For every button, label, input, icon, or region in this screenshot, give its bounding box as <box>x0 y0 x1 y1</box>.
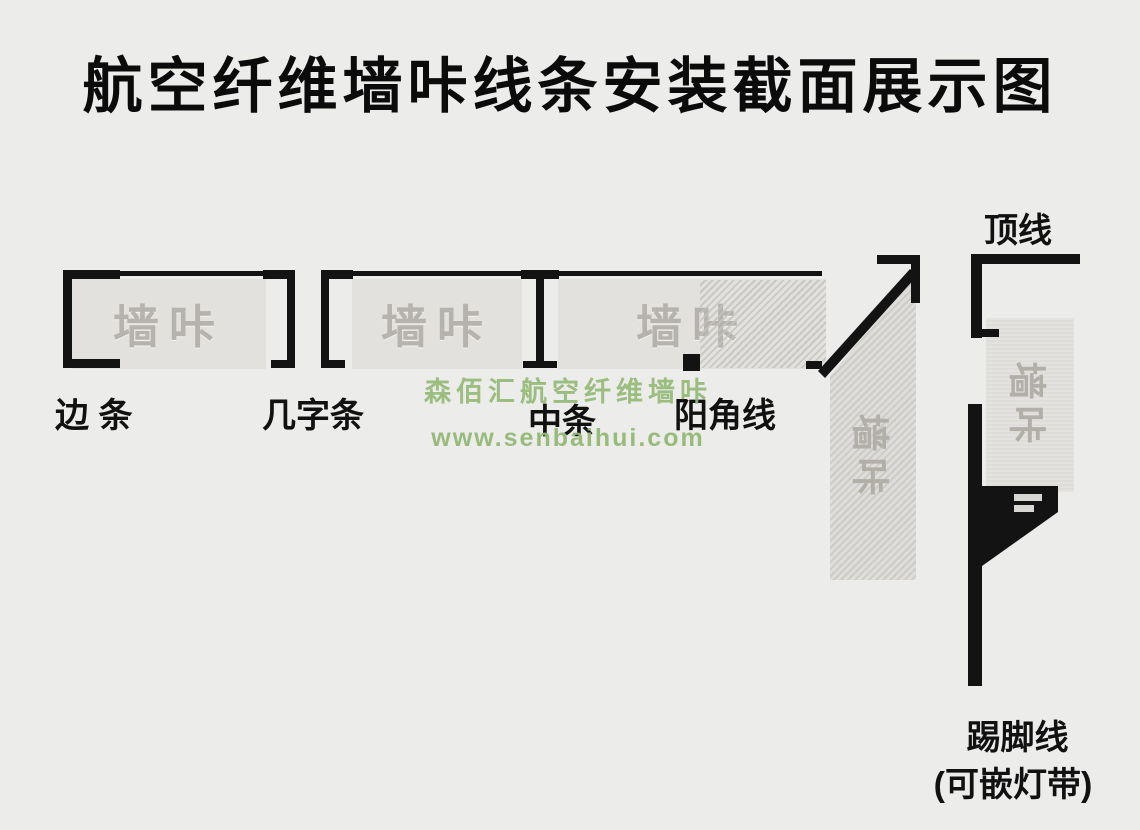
page-title: 航空纤维墙咔线条安装截面展示图 <box>82 53 1058 120</box>
label-skirting-note: (可嵌灯带) <box>933 766 1093 804</box>
middle-strip-profile <box>521 270 559 368</box>
label-edge-strip: 边 条 <box>55 397 133 435</box>
panel-top-edge-lines <box>120 271 822 276</box>
corner-wall-panel-label: 墙咔 <box>847 412 890 502</box>
wall-panel-2-label: 墙咔 <box>381 301 493 353</box>
label-skirting-line: 踢脚线 <box>966 719 1069 757</box>
label-corner-line: 阳角线 <box>674 397 776 435</box>
wall-panel-2: 墙咔 <box>352 279 522 369</box>
label-top-line: 顶线 <box>984 212 1052 250</box>
ji-strip-profile <box>263 270 353 368</box>
wall-panel-1-label: 墙咔 <box>113 301 225 353</box>
wall-panel-1: 墙咔 <box>72 279 266 369</box>
corner-wall-panel: 墙咔 <box>830 274 916 580</box>
right-wall-panel: 墙咔 <box>986 318 1074 492</box>
label-ji-strip: 几字条 <box>262 397 364 435</box>
miter-joint-hatch <box>700 280 826 368</box>
right-wall-panel-label: 墙咔 <box>1004 360 1047 450</box>
label-middle-strip: 中条 <box>528 403 596 441</box>
